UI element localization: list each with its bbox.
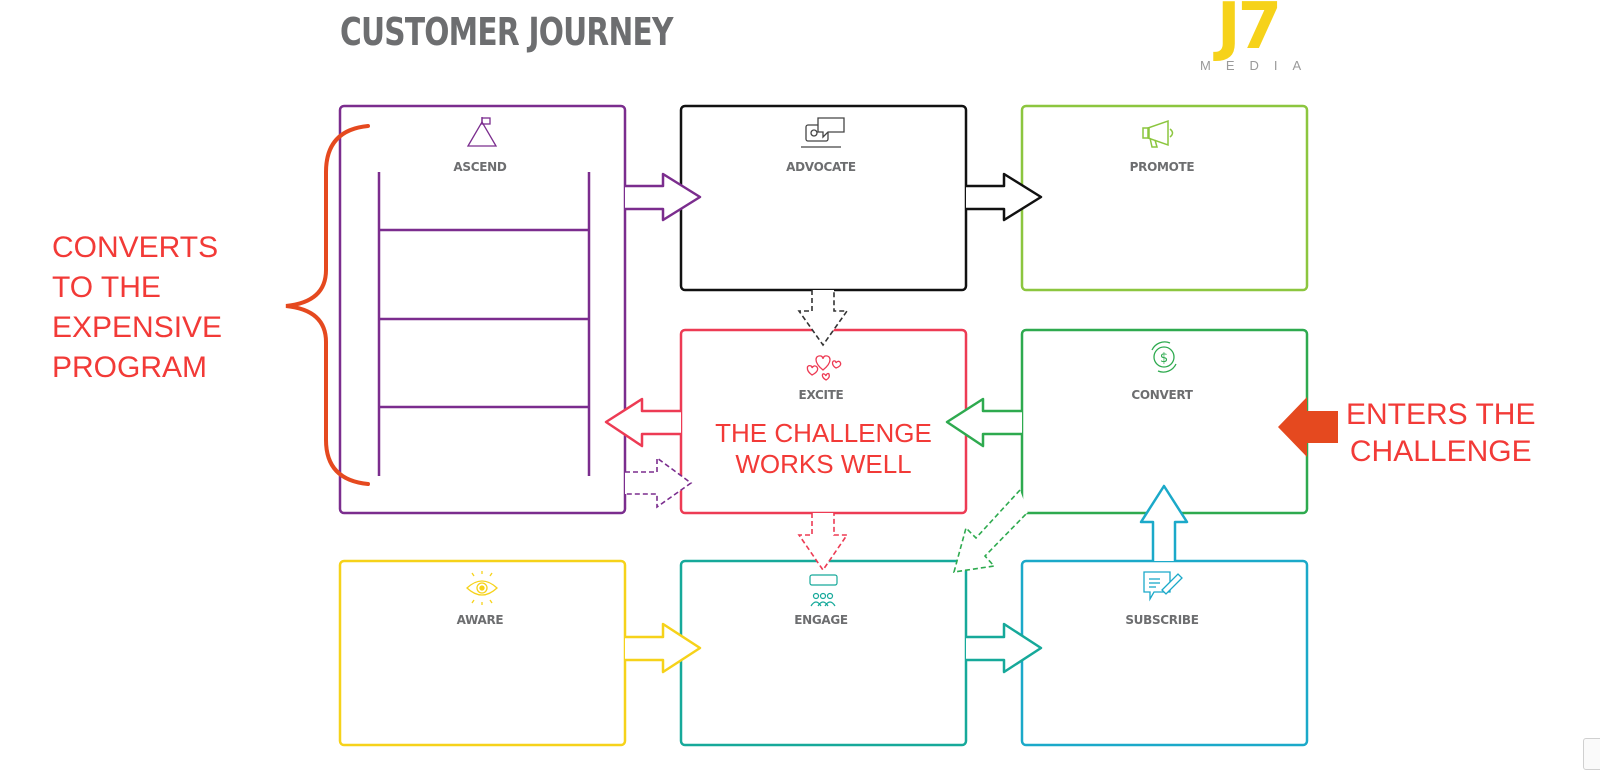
stage-label-promote: PROMOTE (1129, 160, 1195, 174)
page-title: CUSTOMER JOURNEY (340, 10, 673, 54)
logo-subtitle: MEDIA (1200, 58, 1317, 73)
right-annotation-line: CHALLENGE (1349, 435, 1532, 468)
arrow-excite-to-ascend (604, 397, 681, 448)
hearts-icon (806, 355, 842, 381)
stage-box-ascend (338, 104, 627, 515)
ladder (377, 172, 591, 476)
corner-widget[interactable] (1583, 738, 1600, 770)
stage-box-promote (1020, 104, 1309, 292)
stage-box-engage (679, 559, 968, 747)
mountain-flag-icon (466, 117, 498, 147)
left-annotation-line: EXPENSIVE (52, 311, 223, 344)
laptop-speech-icon (801, 117, 845, 148)
center-annotation-line: WORKS WELL (735, 449, 912, 479)
stage-label-excite: EXCITE (798, 388, 844, 402)
arrow-advocate-to-promote (966, 172, 1043, 222)
megaphone-icon (1142, 119, 1174, 148)
stage-label-engage: ENGAGE (794, 613, 848, 627)
center-annotation: THE CHALLENGE WORKS WELL (681, 418, 966, 480)
arrow-excite-to-engage-dashed (797, 513, 849, 572)
left-annotation: CONVERTS TO THE EXPENSIVE PROGRAM (52, 228, 222, 388)
logo-mark: J7 (1216, 0, 1282, 64)
curly-brace (285, 124, 370, 486)
left-annotation-line: PROGRAM (52, 351, 208, 384)
stage-label-advocate: ADVOCATE (786, 160, 856, 174)
arrow-convert-to-excite (945, 397, 1022, 448)
stage-label-subscribe: SUBSCRIBE (1125, 613, 1199, 627)
stage-label-aware: AWARE (456, 613, 504, 627)
arrow-advocate-to-excite-dashed (797, 290, 849, 347)
brand-logo: J7 MEDIA (1188, 0, 1308, 73)
stage-label-ascend: ASCEND (453, 160, 507, 174)
arrow-engage-to-subscribe (966, 622, 1043, 674)
eye-icon (466, 571, 498, 605)
left-annotation-line: TO THE (52, 271, 161, 304)
group-chat-icon (809, 574, 838, 607)
arrow-ascend-to-advocate (625, 172, 702, 222)
center-annotation-line: THE CHALLENGE (715, 418, 932, 448)
dollar-cycle-icon: $ (1151, 341, 1177, 373)
right-annotation-line: ENTERS THE (1346, 398, 1536, 431)
edit-message-icon (1143, 571, 1183, 602)
arrow-subscribe-to-convert (1139, 484, 1189, 561)
left-annotation-line: CONVERTS (52, 231, 219, 264)
svg-text:$: $ (1160, 351, 1168, 366)
right-annotation: ENTERS THE CHALLENGE (1346, 396, 1535, 470)
arrow-aware-to-engage (625, 622, 702, 674)
arrow-ascend-to-excite-dashed (625, 456, 693, 509)
arrow-convert-to-engage-dashed (952, 489, 1029, 573)
enters-challenge-marker (1278, 397, 1338, 457)
stage-label-convert: CONVERT (1131, 388, 1193, 402)
